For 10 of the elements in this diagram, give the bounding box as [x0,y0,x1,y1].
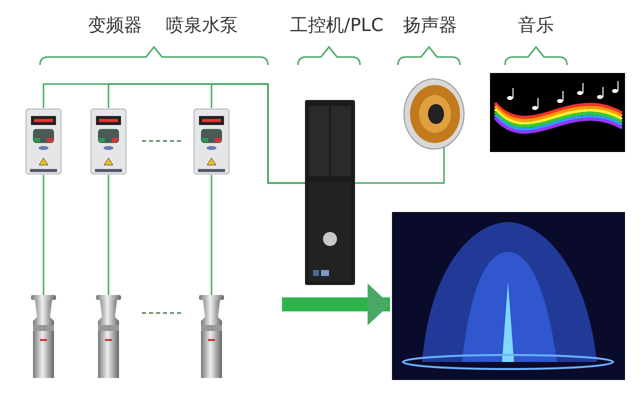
connection-line [108,175,110,295]
block-arrow [282,283,390,326]
heading-label: 喷泉水泵 [166,17,238,35]
heading-label: 工控机/PLC [290,17,384,35]
connection-line [42,175,44,295]
connection-line [210,175,212,295]
heading-label: 变频器 [88,17,142,35]
heading-label: 扬声器 [403,17,457,35]
connection-line [210,83,305,184]
heading-label: 音乐 [518,17,554,35]
